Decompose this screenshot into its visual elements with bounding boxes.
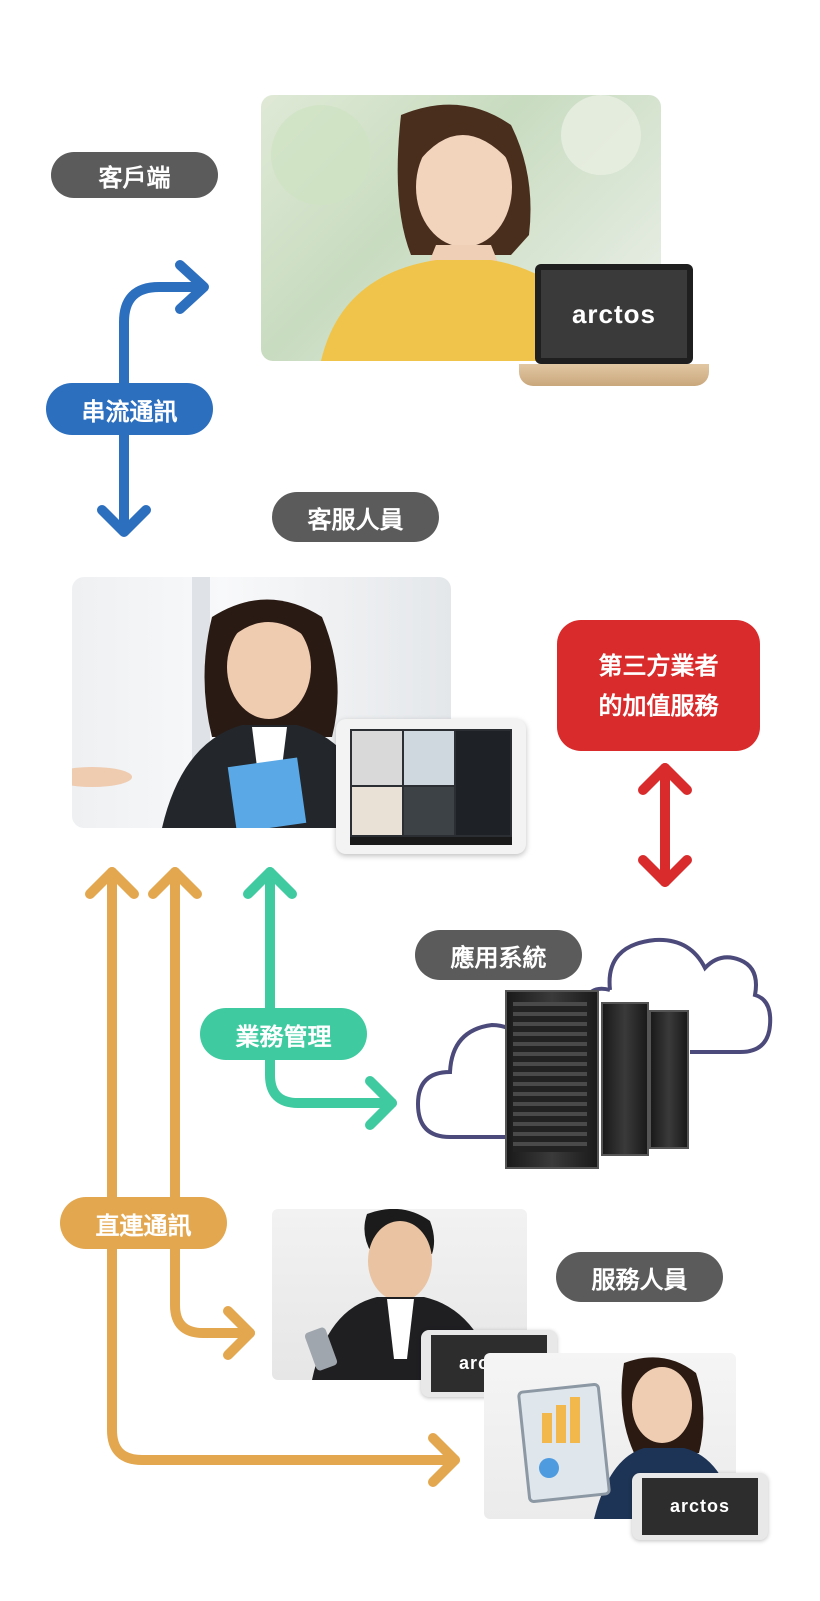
staff-phone-2: arctos: [632, 1473, 768, 1540]
app-system-label: 應用系統: [415, 930, 582, 980]
arctos-logo: arctos: [571, 298, 657, 329]
third-party-box: 第三方業者 的加值服務: [557, 620, 760, 751]
woman-with-laptop-image: [271, 95, 641, 361]
agent-label: 客服人員: [272, 492, 439, 542]
direct-comm-arrows: [85, 867, 460, 1487]
arctos-logo-phone-2: arctos: [669, 1496, 731, 1516]
streaming-label: 串流通訊: [46, 383, 213, 435]
agent-photo: [72, 577, 451, 828]
business-mgmt-label: 業務管理: [200, 1008, 367, 1060]
client-label: 客戶端: [51, 152, 218, 198]
direct-comm-label: 直連通訊: [60, 1197, 227, 1249]
agent-tablet: [336, 719, 526, 854]
service-staff-label: 服務人員: [556, 1252, 723, 1302]
third-party-arrow: [638, 763, 692, 887]
agent-with-tablet-image: [72, 577, 377, 828]
third-party-line1: 第三方業者: [598, 651, 719, 680]
video-call-screen: [350, 729, 512, 845]
client-laptop: arctos: [519, 264, 709, 394]
business-mgmt-arrow: [243, 867, 397, 1130]
streaming-arrow: [97, 260, 209, 537]
server-rack-icon: [505, 990, 689, 1170]
third-party-line2: 的加值服務: [598, 691, 719, 720]
